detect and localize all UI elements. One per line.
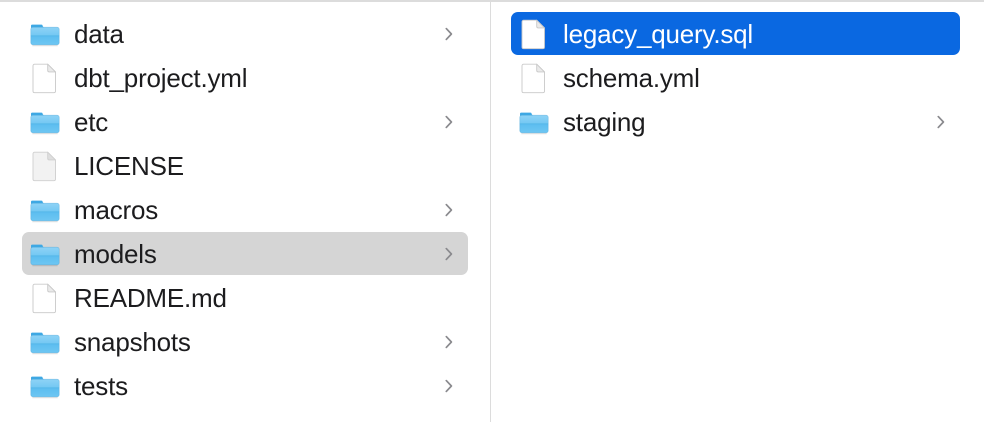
folder-icon [30,193,60,227]
list-item-label: snapshots [74,326,191,357]
chevron-right-icon[interactable] [442,332,456,352]
document-icon [30,61,60,95]
list-item-label: README.md [74,282,227,313]
list-item[interactable]: staging [511,100,960,143]
column-project-root[interactable]: data dbt_project.yml etc LICENSE [0,2,491,422]
chevron-right-icon[interactable] [442,244,456,264]
list-item-label: staging [563,106,646,137]
list-item[interactable]: README.md [22,276,468,319]
folder-icon [30,237,60,271]
list-item[interactable]: tests [22,364,468,407]
folder-icon [30,369,60,403]
column-models-folder[interactable]: legacy_query.sql schema.yml staging [491,2,984,422]
list-item[interactable]: schema.yml [511,56,960,99]
list-item-label: tests [74,370,128,401]
list-item[interactable]: models [22,232,468,275]
folder-icon [30,17,60,51]
folder-icon [30,325,60,359]
list-item-label: legacy_query.sql [563,18,753,49]
chevron-right-icon[interactable] [442,112,456,132]
list-item[interactable]: LICENSE [22,144,468,187]
column-models-folder-rows: legacy_query.sql schema.yml staging [491,12,984,143]
document-icon [30,281,60,315]
list-item-label: macros [74,194,159,225]
chevron-right-icon[interactable] [934,112,948,132]
folder-icon [30,105,60,139]
chevron-right-icon[interactable] [442,200,456,220]
list-item-label: LICENSE [74,150,184,181]
chevron-right-icon[interactable] [442,376,456,396]
document-icon [519,61,549,95]
chevron-right-icon[interactable] [442,24,456,44]
list-item[interactable]: snapshots [22,320,468,363]
document-icon [519,17,549,51]
list-item[interactable]: data [22,12,468,55]
list-item[interactable]: dbt_project.yml [22,56,468,99]
list-item[interactable]: macros [22,188,468,231]
list-item-label: schema.yml [563,62,700,93]
list-item[interactable]: etc [22,100,468,143]
list-item-label: data [74,18,124,49]
column-project-root-rows: data dbt_project.yml etc LICENSE [0,12,490,407]
list-item-label: models [74,238,157,269]
list-item-label: dbt_project.yml [74,62,248,93]
list-item-label: etc [74,106,109,137]
list-item[interactable]: legacy_query.sql [511,12,960,55]
document-icon [30,149,60,183]
folder-icon [519,105,549,139]
